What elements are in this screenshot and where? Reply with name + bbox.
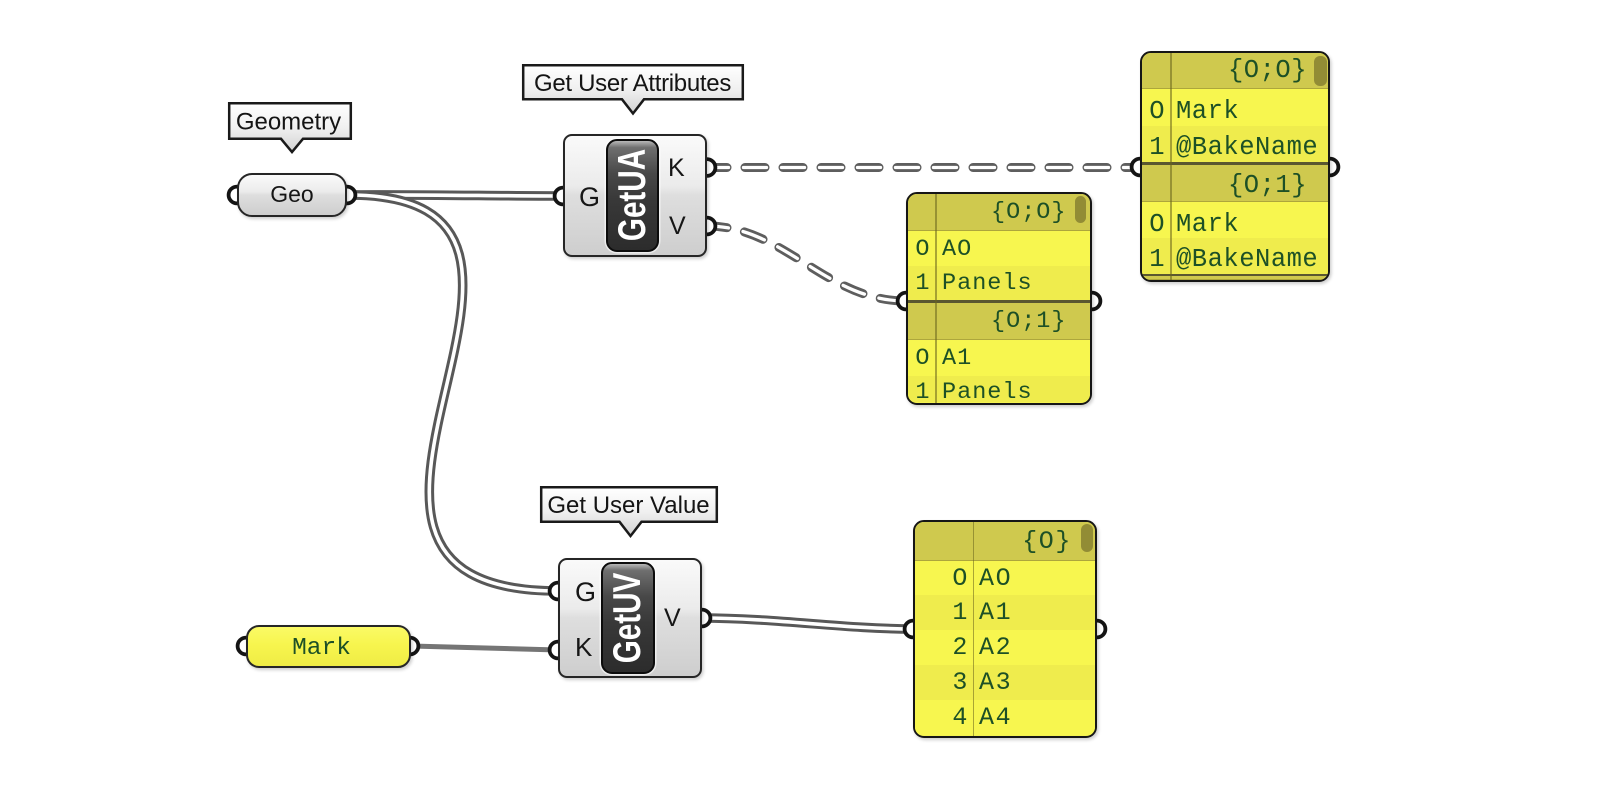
svg-text:Get User Attributes: Get User Attributes (534, 70, 731, 97)
svg-text:Geometry: Geometry (236, 109, 341, 136)
svg-text:Get User Value: Get User Value (547, 492, 709, 519)
